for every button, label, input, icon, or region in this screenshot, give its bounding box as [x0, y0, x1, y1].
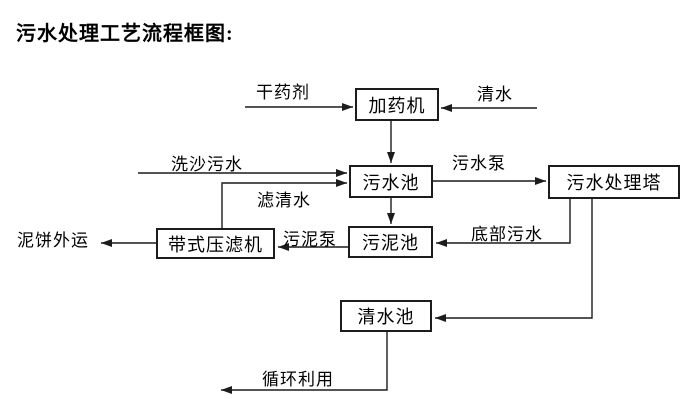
edge-label-sand-washing-sewage: 洗沙污水 — [171, 155, 243, 174]
edge-label-filtered-water: 滤清水 — [257, 191, 311, 210]
node-dosing-machine: 加药机 — [355, 88, 439, 121]
edge-label-mud-cake-out: 泥饼外运 — [17, 231, 89, 250]
edge-recycle-arrow — [221, 332, 388, 394]
edge-label-clean-water: 清水 — [477, 85, 513, 104]
edge-label-dry-agent: 干药剂 — [256, 83, 310, 102]
edge-label-sewage-pump: 污水泵 — [452, 154, 506, 173]
edge-label-bottom-sewage: 底部污水 — [471, 225, 543, 244]
node-sewage-treatment-tower: 污水处理塔 — [548, 165, 680, 199]
node-clean-water-pool: 清水池 — [340, 300, 432, 332]
edge-label-recycle: 循环利用 — [262, 370, 334, 389]
node-belt-filter-press: 带式压滤机 — [156, 228, 275, 259]
node-sludge-pool: 污泥池 — [348, 226, 433, 258]
diagram-title: 污水处理工艺流程框图: — [16, 23, 234, 45]
edge-tower-to-clean-pool-arrow — [435, 199, 593, 322]
node-sewage-pool: 污水池 — [349, 165, 433, 198]
edge-bottom-sewage-arrow — [436, 199, 571, 247]
edge-filtered-water-arrow — [221, 179, 347, 228]
edge-label-sludge-pump: 污泥泵 — [283, 230, 337, 249]
